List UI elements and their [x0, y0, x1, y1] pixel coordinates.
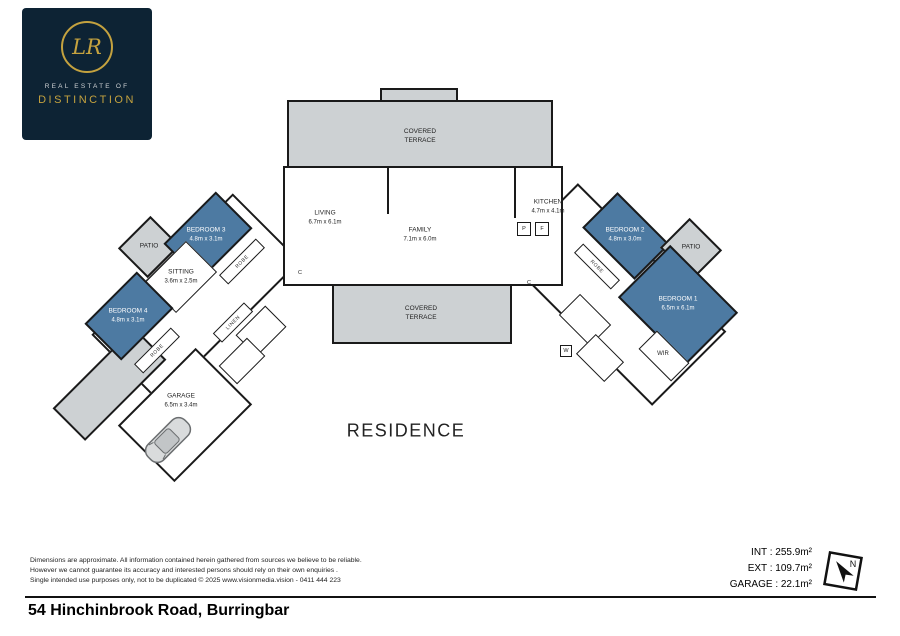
living-name: LIVING [314, 209, 336, 217]
kitchen-label: KITCHEN 4.7m x 4.1m [531, 199, 564, 216]
fridge-label: F [540, 226, 544, 232]
bedroom-3-dims: 4.8m x 3.1m [189, 236, 223, 243]
terrace-top [287, 100, 553, 168]
living-dims: 6.7m x 6.1m [308, 219, 342, 226]
bedroom-4-label: BEDROOM 4 4.8m x 3.1m [108, 308, 147, 325]
agency-logo: LR REAL ESTATE OF DISTINCTION [22, 8, 152, 140]
bedroom-3-label: BEDROOM 3 4.8m x 3.1m [186, 227, 225, 244]
terrace-top-label: COVERED TERRACE [390, 128, 450, 146]
terrace-bottom [332, 284, 512, 344]
bedroom-3-name: BEDROOM 3 [186, 226, 226, 234]
terrace-bottom-label: COVERED TERRACE [391, 305, 451, 323]
sitting-name: SITTING [168, 268, 194, 276]
fridge-box: F [535, 222, 549, 236]
north-compass-icon: N [820, 548, 866, 594]
garage-label: GARAGE 6.5m x 3.4m [164, 393, 197, 410]
bedroom-2-dims: 4.8m x 3.0m [608, 236, 642, 243]
disclaimer-line-3: Single intended use purposes only, not t… [30, 576, 341, 584]
bedroom-1-dims: 6.5m x 6.1m [661, 305, 695, 312]
patio-right-name: PATIO [681, 243, 701, 251]
sitting-dims: 3.6m x 2.5m [164, 278, 198, 285]
property-address: 54 Hinchinbrook Road, Burringbar [28, 602, 290, 619]
bedroom-4-dims: 4.8m x 3.1m [111, 317, 145, 324]
pantry-label: P [522, 226, 526, 232]
family-name: FAMILY [408, 226, 432, 234]
area-summary: INT : 255.9m² EXT : 109.7m² GARAGE : 22.… [730, 545, 812, 593]
logo-monogram-icon: LR [61, 21, 113, 73]
disclaimer-text: Dimensions are approximate. All informat… [30, 556, 362, 585]
footer-divider [25, 596, 876, 598]
patio-right-label: PATIO [682, 244, 701, 253]
car-icon [144, 416, 192, 464]
cupboard-label-1: C [298, 270, 302, 276]
bedroom-1-name: BEDROOM 1 [658, 295, 698, 303]
patio-left-label: PATIO [140, 243, 159, 252]
terrace-top-bump [380, 88, 458, 102]
compass-n-letter: N [850, 559, 857, 569]
terrace-bottom-name: COVERED TERRACE [404, 305, 438, 321]
wir-label: WIR [657, 350, 669, 358]
car-illustration [140, 412, 197, 469]
patio-left-name: PATIO [139, 242, 159, 250]
wall-living-family [387, 166, 389, 214]
terrace-top-name: COVERED TERRACE [403, 128, 437, 144]
cupboard-label-2: C [527, 280, 531, 286]
wall-kitchen [514, 166, 516, 218]
logo-monogram: LR [72, 35, 102, 59]
pantry-box: P [517, 222, 531, 236]
bedroom-1-label: BEDROOM 1 6.5m x 6.1m [658, 296, 697, 313]
garage-name: GARAGE [167, 392, 195, 400]
wir-name: WIR [657, 350, 669, 357]
washer-box: W [560, 345, 572, 357]
bedroom-2-label: BEDROOM 2 4.8m x 3.0m [605, 227, 644, 244]
disclaimer-line-1: Dimensions are approximate. All informat… [30, 557, 362, 564]
kitchen-dims: 4.7m x 4.1m [531, 208, 565, 215]
area-int: INT : 255.9m² [751, 547, 812, 558]
area-garage: GARAGE : 22.1m² [729, 579, 812, 590]
sitting-label: SITTING 3.6m x 2.5m [164, 269, 197, 286]
washer-label: W [563, 348, 569, 354]
logo-line2: DISTINCTION [38, 94, 136, 106]
living-label: LIVING 6.7m x 6.1m [308, 210, 341, 227]
garage-dims: 6.5m x 3.4m [164, 402, 198, 409]
bedroom-2-name: BEDROOM 2 [605, 226, 645, 234]
family-dims: 7.1m x 6.0m [403, 236, 437, 243]
family-label: FAMILY 7.1m x 6.0m [403, 227, 436, 244]
plan-title: RESIDENCE [346, 420, 466, 441]
kitchen-name: KITCHEN [533, 198, 563, 206]
logo-line1: REAL ESTATE OF [44, 83, 130, 90]
disclaimer-line-2: However we cannot guarantee its accuracy… [30, 566, 338, 574]
area-ext: EXT : 109.7m² [747, 563, 812, 574]
bedroom-4-name: BEDROOM 4 [108, 307, 148, 315]
